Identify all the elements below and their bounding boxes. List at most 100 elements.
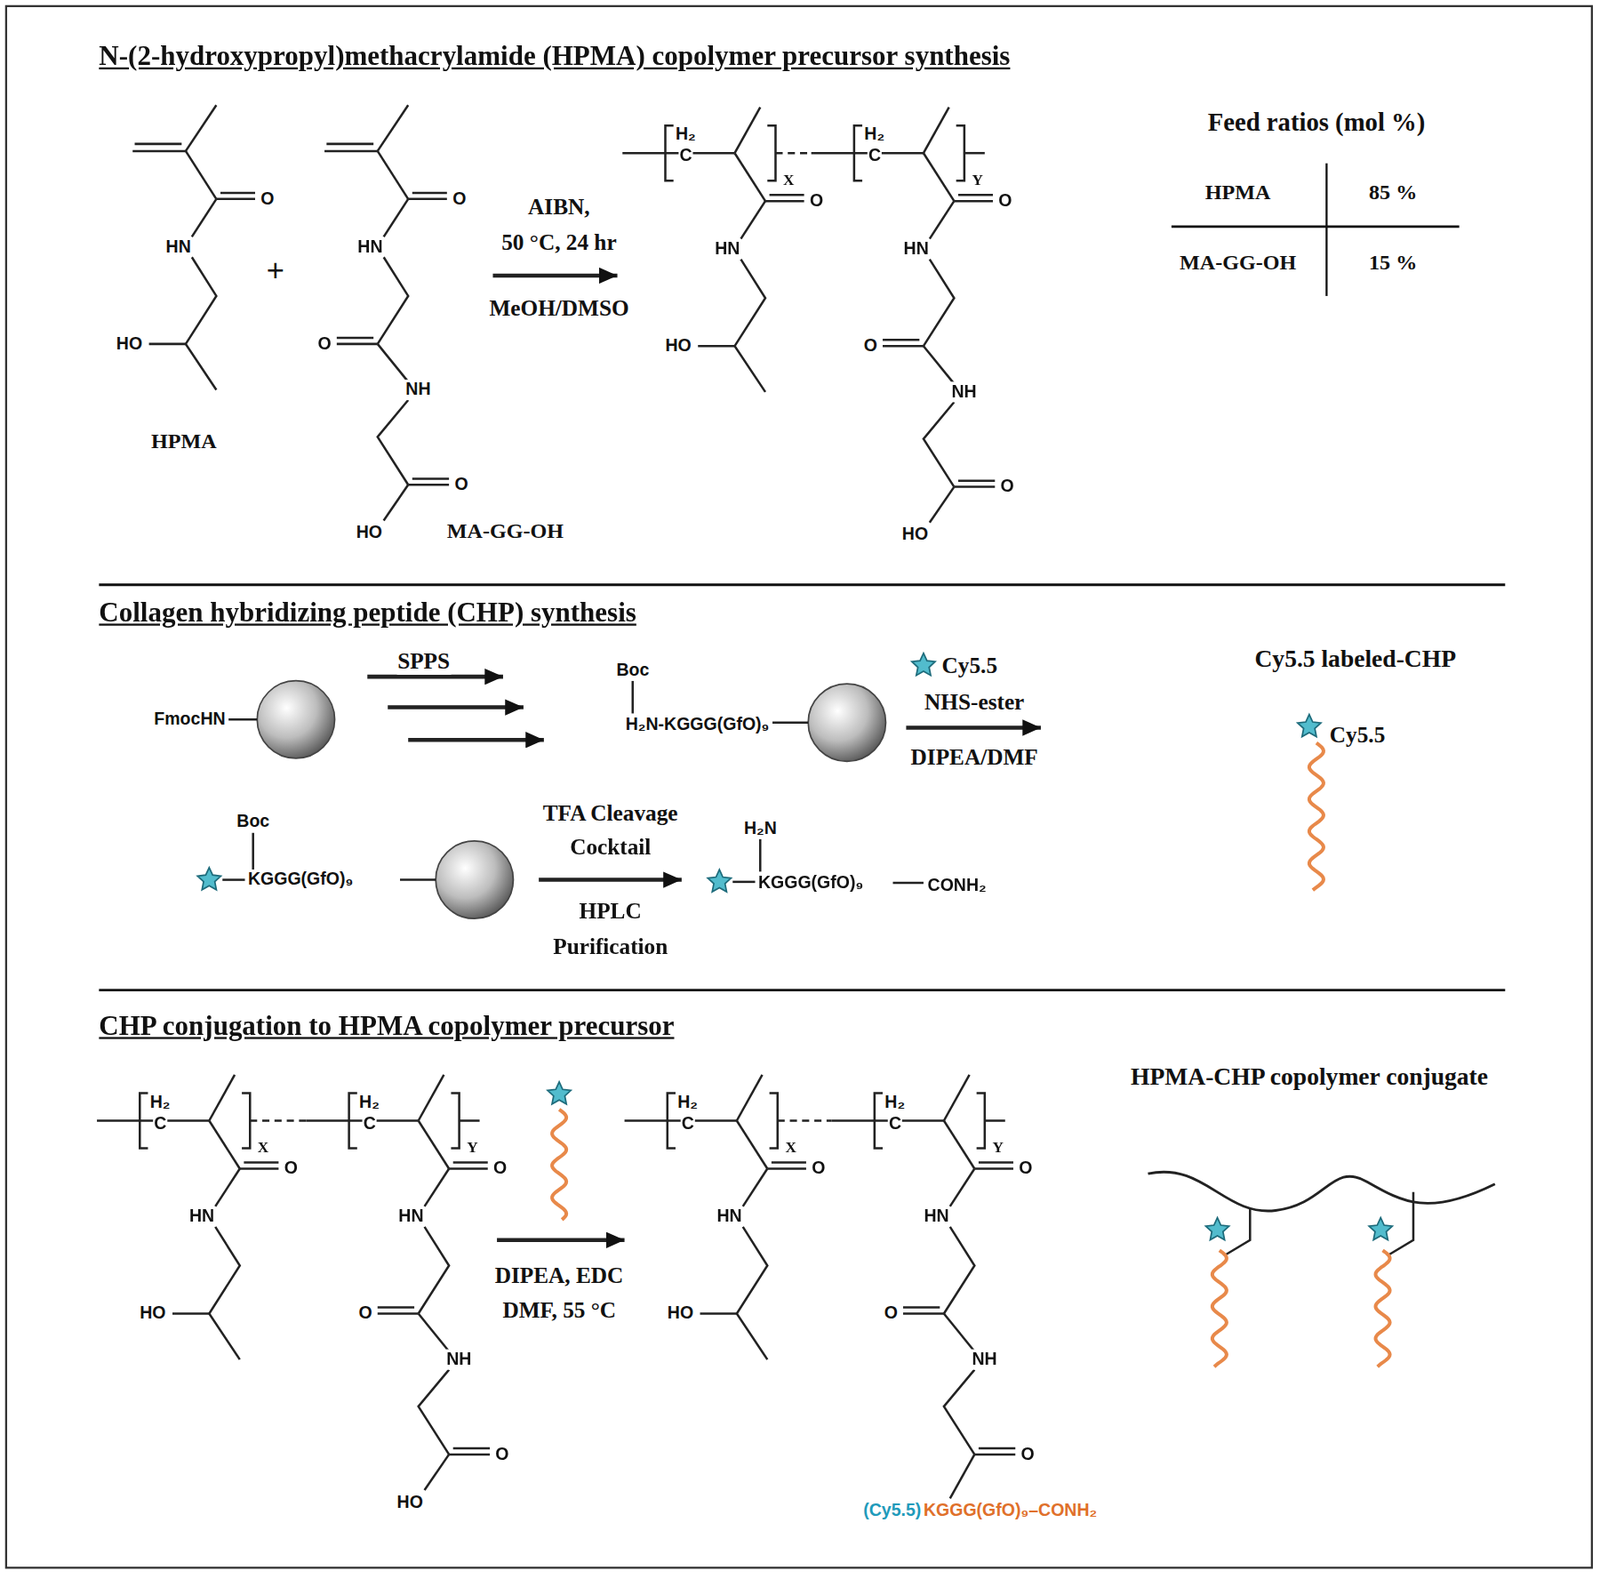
outer-frame <box>6 6 1592 1568</box>
bond-line <box>408 198 448 201</box>
reaction-condition: HPLC <box>577 897 642 925</box>
peptide-helix <box>1376 1249 1391 1367</box>
bond-line <box>759 839 762 872</box>
resin-bead <box>256 680 335 759</box>
section-divider <box>98 988 1505 992</box>
bond-line <box>732 880 755 884</box>
bond-line <box>984 1119 1006 1122</box>
atom-label: O <box>316 333 332 354</box>
bond-line <box>974 1167 1014 1170</box>
bond-line <box>453 1447 490 1450</box>
bond-line <box>453 1160 488 1164</box>
atom-label: O <box>357 1303 373 1324</box>
atom-label: HO <box>664 336 693 357</box>
bond-line <box>377 151 408 200</box>
peptide-label: H₂N <box>743 818 778 840</box>
atom-label: H₂ <box>674 124 697 145</box>
bond-line <box>185 256 216 390</box>
table-cell: HPMA <box>1204 178 1272 205</box>
bond-line <box>336 336 374 340</box>
bond-line <box>185 151 216 200</box>
reaction-condition: NHS-ester <box>923 688 1026 716</box>
section-band: Collagen hybridizing peptide (CHP) synth… <box>98 597 636 630</box>
bond-line <box>377 256 408 344</box>
atom-label: O <box>453 474 469 496</box>
atom-label: O <box>451 188 467 209</box>
bond-line <box>459 1119 480 1122</box>
atom-label: HO <box>901 524 930 545</box>
atom-label: HN <box>356 236 384 257</box>
atom-label: O <box>999 476 1015 497</box>
bond-line <box>978 1447 1016 1450</box>
bond-line <box>735 152 766 201</box>
bond-line <box>240 1167 280 1170</box>
plus-sign: + <box>264 253 285 288</box>
bond-line <box>251 832 255 870</box>
section-heading: N-(2-hydroxypropyl)methacrylamide (HPMA)… <box>98 40 1010 73</box>
section-heading: Collagen hybridizing peptide (CHP) synth… <box>98 597 636 630</box>
dye-label: (Cy5.5) <box>862 1500 922 1521</box>
peptide-label: CONH₂ <box>926 875 987 896</box>
bond-line <box>450 1093 459 1149</box>
bond-line <box>192 199 217 237</box>
bond-line <box>418 1312 449 1351</box>
bond-line <box>424 1168 450 1206</box>
bond-line <box>772 721 808 725</box>
atom-label: C <box>867 145 882 167</box>
peptide-label: KGGG(GfO)₉ <box>247 869 355 890</box>
bond-line <box>854 125 863 181</box>
atom-label: HN <box>715 1206 743 1227</box>
bond-line <box>412 477 449 480</box>
bond-line <box>324 150 378 153</box>
bond-line <box>228 718 257 721</box>
cy55-dye-icon <box>197 867 221 890</box>
reaction-condition: DMF, 55 °C <box>501 1296 617 1324</box>
bond-line <box>243 1160 279 1164</box>
peptide-label: H₂N-KGGG(GfO)₉ <box>624 714 771 736</box>
bond-line <box>923 107 950 154</box>
compound-name: HPMA <box>150 428 218 455</box>
bond-line <box>172 1312 209 1315</box>
reaction-arrow <box>492 273 617 279</box>
reaction-condition: DIPEA, EDC <box>494 1262 625 1289</box>
bond-line <box>893 881 924 885</box>
atom-label: C <box>888 1112 903 1134</box>
resin-bead <box>435 840 513 919</box>
atom-label: HO <box>355 522 384 544</box>
atom-label: O <box>259 188 275 209</box>
cy55-dye-icon <box>912 653 936 676</box>
bond-line <box>336 343 378 346</box>
atom-label: H₂ <box>676 1091 699 1112</box>
atom-label: C <box>680 1112 696 1134</box>
polymer-backbone-cartoon <box>1148 1171 1496 1211</box>
atom-label: HN <box>902 239 929 260</box>
repeat-subscript: X <box>784 1138 798 1157</box>
bond-line <box>769 1093 778 1149</box>
atom-label: O <box>810 1158 826 1179</box>
atom-label: C <box>678 145 693 167</box>
bond-line <box>929 200 955 239</box>
bond-line <box>384 484 409 520</box>
atom-label: HO <box>115 333 144 354</box>
bond-line <box>765 200 805 203</box>
atom-label: H₂ <box>149 1091 172 1112</box>
reaction-arrow <box>408 737 544 743</box>
bond-line <box>418 1074 445 1121</box>
bond-line <box>923 345 954 384</box>
bond-line <box>377 104 408 152</box>
atom-label: H₂ <box>863 124 886 145</box>
bond-line <box>349 1093 358 1149</box>
atom-label: O <box>492 1158 508 1179</box>
bond-line <box>976 1093 985 1149</box>
bond-line <box>222 878 245 881</box>
bond-line <box>944 1369 975 1455</box>
bond-line <box>448 1453 490 1456</box>
atom-label: O <box>283 1158 299 1179</box>
bond-line <box>735 259 766 392</box>
reaction-condition: TFA Cleavage <box>542 800 680 827</box>
atom-label: HO <box>138 1303 168 1324</box>
table-rule <box>1171 224 1460 228</box>
bond-line <box>631 680 634 714</box>
bond-line <box>769 193 805 197</box>
repeat-subscript: X <box>256 1138 271 1157</box>
